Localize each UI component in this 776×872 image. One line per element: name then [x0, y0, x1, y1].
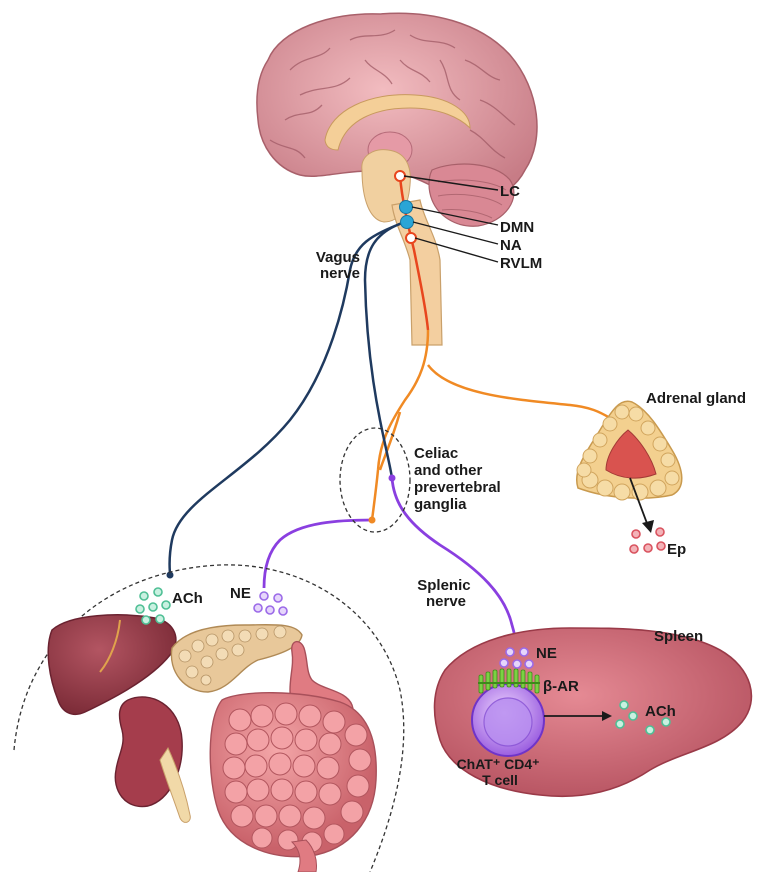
label-na: NA — [500, 237, 522, 254]
adrenal-gland — [577, 401, 682, 500]
kidney — [115, 697, 190, 822]
spinal-cord — [392, 200, 442, 345]
label-dmn: DMN — [500, 219, 534, 236]
label-ne-spleen: NE — [536, 645, 557, 662]
celiac-ganglion-marker-2 — [369, 517, 376, 524]
vagus-nerve-celiac — [365, 222, 405, 478]
label-ach-gut: ACh — [172, 590, 203, 607]
label-ach-spleen: ACh — [645, 703, 676, 720]
celiac-ganglion-marker-1 — [389, 475, 396, 482]
adrenal-sympathetic-path — [428, 365, 610, 418]
na-nucleus-marker — [401, 216, 414, 229]
label-rvlm: RVLM — [500, 255, 542, 272]
label-splenic-nerve: Splenic nerve — [417, 577, 475, 610]
label-spleen: Spleen — [654, 628, 703, 645]
ep-vesicles — [630, 528, 665, 553]
ne-gut-path — [264, 520, 372, 588]
label-ne-gut: NE — [230, 585, 251, 602]
label-adrenal-gland: Adrenal gland — [646, 390, 746, 407]
label-vagus-nerve: Vagus nerve — [316, 249, 364, 282]
celiac-ganglia-region — [340, 428, 410, 532]
label-ep: Ep — [667, 541, 686, 558]
ne-vesicles-gut — [254, 592, 287, 615]
lc-nucleus-marker — [395, 171, 405, 181]
label-lc: LC — [500, 183, 520, 200]
label-beta-ar: β-AR — [543, 678, 579, 695]
rvlm-nucleus-marker — [406, 233, 416, 243]
intestines — [210, 693, 376, 872]
adrenal-ep-arrowhead — [642, 520, 654, 533]
label-celiac-ganglia: Celiac and other prevertebral ganglia — [414, 445, 505, 513]
pancreas — [171, 625, 302, 692]
dmn-nucleus-marker — [400, 201, 413, 214]
tcell-nucleus — [484, 698, 532, 746]
